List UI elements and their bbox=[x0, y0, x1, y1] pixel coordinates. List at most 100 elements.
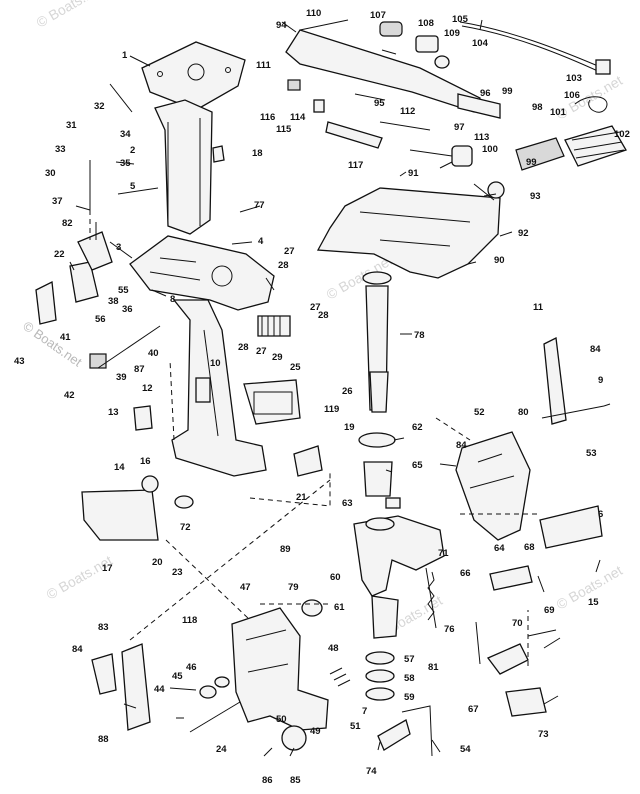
label-99: 98 bbox=[532, 102, 543, 113]
label-102: 101 bbox=[550, 107, 567, 118]
label-81: 80 bbox=[518, 407, 529, 418]
label-68: 67 bbox=[468, 704, 479, 715]
label-119: 118 bbox=[182, 615, 197, 626]
label-72: 71 bbox=[438, 548, 449, 559]
label-79: 78 bbox=[414, 330, 425, 341]
label-105: 104 bbox=[472, 38, 489, 49]
label-57: 56 bbox=[95, 314, 106, 325]
label-112: 111 bbox=[256, 60, 272, 71]
label-98: 97 bbox=[454, 122, 465, 133]
label-76: 74 bbox=[366, 766, 377, 777]
label-26: 26 bbox=[342, 386, 353, 397]
label-48: 47 bbox=[240, 582, 251, 593]
label-4: 4 bbox=[258, 236, 264, 247]
label-116: 115 bbox=[276, 124, 292, 135]
label-41: 41 bbox=[60, 332, 71, 343]
label-52: 51 bbox=[350, 721, 361, 732]
label-86: 85 bbox=[290, 775, 301, 786]
label-7: 7 bbox=[362, 706, 367, 717]
label-33: 33 bbox=[55, 144, 66, 155]
label-51: 50 bbox=[276, 714, 287, 725]
label-17: 17 bbox=[102, 563, 113, 574]
watermark-main: © Boats.net bbox=[20, 318, 85, 370]
label-107: 106 bbox=[564, 90, 580, 101]
label-1: 1 bbox=[122, 50, 128, 61]
label-85b: 84 bbox=[456, 440, 467, 451]
watermark-faint: © Boats.net bbox=[44, 552, 116, 603]
label-37: 37 bbox=[52, 196, 63, 207]
label-85: 84 bbox=[72, 644, 83, 655]
assembly-dashed-lines bbox=[89, 210, 540, 666]
label-19: 19 bbox=[344, 422, 355, 433]
label-11: 11 bbox=[533, 302, 544, 313]
label-47: 46 bbox=[186, 662, 197, 673]
label-50: 49 bbox=[310, 726, 321, 737]
label-32: 32 bbox=[94, 101, 105, 112]
label-58: 57 bbox=[404, 654, 415, 665]
label-24: 24 bbox=[216, 744, 227, 755]
label-21: 21 bbox=[296, 492, 307, 503]
label-94: 93 bbox=[530, 191, 541, 202]
label-16: 16 bbox=[140, 456, 151, 467]
label-28b: 28 bbox=[318, 310, 329, 321]
label-34: 34 bbox=[120, 129, 131, 140]
label-45: 44 bbox=[154, 684, 165, 695]
label-78: 77 bbox=[254, 200, 265, 211]
label-15: 15 bbox=[588, 597, 599, 608]
label-100: 99 bbox=[502, 86, 513, 97]
label-108: 107 bbox=[370, 10, 386, 21]
label-73: 72 bbox=[180, 522, 191, 533]
label-114: 113 bbox=[474, 132, 489, 143]
exhaust-housing bbox=[154, 99, 225, 235]
label-120: 119 bbox=[324, 404, 339, 415]
label-27: 27 bbox=[284, 246, 295, 257]
label-66: 65 bbox=[412, 460, 423, 471]
label-67: 66 bbox=[460, 568, 471, 579]
label-104: 103 bbox=[566, 73, 582, 84]
label-97: 96 bbox=[480, 88, 491, 99]
label-83: 82 bbox=[62, 218, 73, 229]
clamp-bracket-left bbox=[231, 607, 329, 731]
clamp-bracket-right bbox=[455, 431, 531, 541]
label-12: 12 bbox=[142, 383, 153, 394]
driveshaft-housing bbox=[171, 299, 267, 477]
label-46: 45 bbox=[172, 671, 183, 682]
label-8: 8 bbox=[170, 294, 175, 305]
label-31: 31 bbox=[66, 120, 77, 131]
part-labels: 1 2 3 4 5 6 7 8 9 10 11 12 13 14 15 16 1… bbox=[14, 8, 630, 786]
label-42: 42 bbox=[64, 390, 75, 401]
label-3: 3 bbox=[116, 242, 121, 253]
label-43: 43 bbox=[14, 356, 25, 367]
leader-lines bbox=[69, 19, 601, 757]
swivel-bushings bbox=[358, 432, 401, 509]
lower-swivel-bracket bbox=[301, 515, 445, 639]
label-30: 30 bbox=[45, 168, 56, 179]
label-35: 35 bbox=[120, 158, 131, 169]
label-92: 91 bbox=[408, 168, 419, 179]
bottom-hardware bbox=[91, 643, 433, 757]
label-103: 102 bbox=[614, 129, 630, 140]
label-64: 63 bbox=[342, 498, 353, 509]
label-25: 25 bbox=[290, 362, 301, 373]
label-23: 23 bbox=[172, 567, 183, 578]
label-22: 22 bbox=[54, 249, 65, 260]
label-110: 109 bbox=[444, 28, 460, 39]
label-49: 48 bbox=[328, 643, 339, 654]
watermark-faint: © Boats.net bbox=[34, 0, 106, 31]
label-109: 108 bbox=[418, 18, 434, 29]
label-53: 52 bbox=[474, 407, 485, 418]
label-38: 38 bbox=[108, 296, 119, 307]
throttle-shaft-parts bbox=[287, 79, 473, 167]
label-18: 18 bbox=[252, 148, 263, 159]
label-61: 60 bbox=[330, 572, 341, 583]
label-69: 68 bbox=[524, 542, 535, 553]
label-29: 29 bbox=[272, 352, 283, 363]
label-27b: 27 bbox=[310, 302, 321, 313]
label-115: 114 bbox=[290, 112, 306, 123]
label-65: 64 bbox=[494, 543, 505, 554]
label-14: 14 bbox=[114, 462, 125, 473]
label-6: 6 bbox=[598, 509, 603, 520]
powerhead-adapter bbox=[129, 235, 275, 311]
shift-lever-parts bbox=[35, 160, 161, 369]
